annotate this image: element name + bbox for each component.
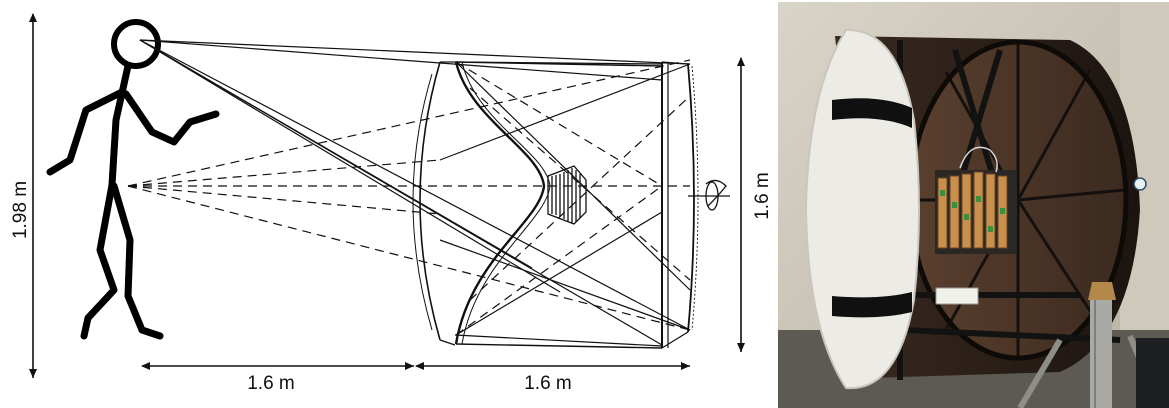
stick-figure-left-leg — [80, 181, 118, 340]
eye-distance-label: 1.6 m — [247, 373, 295, 394]
height-label: 1.98 m — [10, 181, 31, 239]
detector-photo — [778, 2, 1169, 408]
foam-rim — [804, 28, 920, 390]
mirror-diameter-label: 1.6 m — [752, 172, 773, 220]
schematic-diagram: 1.98 m — [10, 13, 773, 394]
rear-frame — [661, 61, 699, 349]
detector-depth-label: 1.6 m — [524, 373, 572, 394]
stick-figure-torso — [108, 62, 132, 189]
camera-electronics — [935, 146, 1017, 254]
mirror-face — [907, 39, 1147, 361]
entrance-window — [412, 61, 456, 346]
monitor-edge — [1136, 338, 1169, 408]
rear-knob-icon — [688, 179, 730, 211]
stick-figure-head — [111, 19, 161, 69]
stick-figure-left-arm — [46, 88, 126, 176]
solid-sight-lines — [139, 39, 691, 347]
dashed-sight-lines — [127, 59, 691, 336]
camera-cone — [547, 165, 587, 225]
stick-figure-right-leg — [110, 182, 164, 340]
stick-figure — [46, 19, 220, 340]
stick-figure-right-arm — [122, 90, 220, 146]
mirror-profile — [454, 61, 663, 349]
label-block — [935, 287, 979, 305]
